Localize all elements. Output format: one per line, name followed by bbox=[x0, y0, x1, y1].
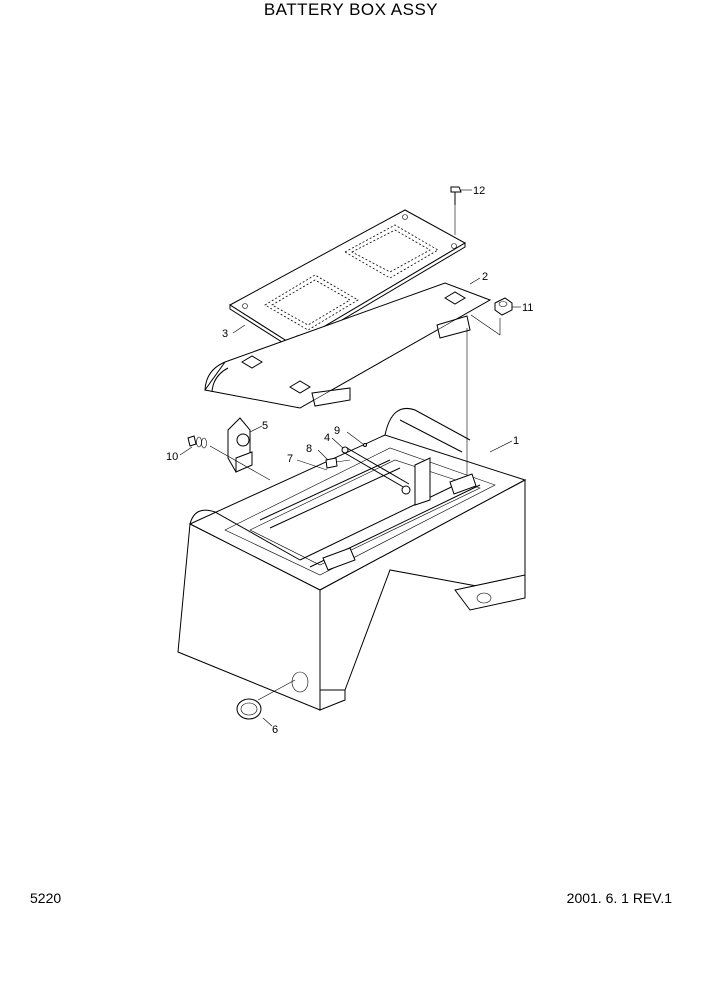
latch-bracket bbox=[227, 417, 253, 473]
callout-10: 10 bbox=[166, 451, 178, 463]
callout-11: 11 bbox=[522, 302, 533, 314]
callout-9: 9 bbox=[334, 425, 340, 437]
bolt-washer-set bbox=[187, 435, 207, 449]
callout-3: 3 bbox=[222, 328, 228, 340]
battery-box-body bbox=[177, 408, 527, 712]
callout-2: 2 bbox=[482, 271, 488, 283]
callout-labels: 1 2 3 4 5 6 7 8 9 10 11 12 bbox=[166, 185, 533, 736]
callout-6: 6 bbox=[272, 724, 278, 736]
revision-date: 2001. 6. 1 REV.1 bbox=[566, 890, 672, 906]
nut-11 bbox=[494, 297, 513, 316]
grommet bbox=[236, 698, 262, 720]
callout-4: 4 bbox=[324, 432, 330, 444]
bolt-hardware bbox=[325, 443, 367, 469]
hold-down-bar bbox=[341, 446, 411, 495]
leader-lines bbox=[179, 189, 521, 727]
callout-7: 7 bbox=[287, 453, 293, 465]
bolt-12 bbox=[450, 186, 462, 205]
drawing-title: BATTERY BOX ASSY bbox=[263, 0, 439, 19]
callout-12: 12 bbox=[473, 185, 485, 197]
callout-8: 8 bbox=[306, 443, 312, 455]
callout-1: 1 bbox=[513, 435, 519, 447]
lower-cover bbox=[204, 282, 492, 409]
callout-5: 5 bbox=[262, 420, 268, 432]
page-number: 5220 bbox=[30, 890, 62, 906]
